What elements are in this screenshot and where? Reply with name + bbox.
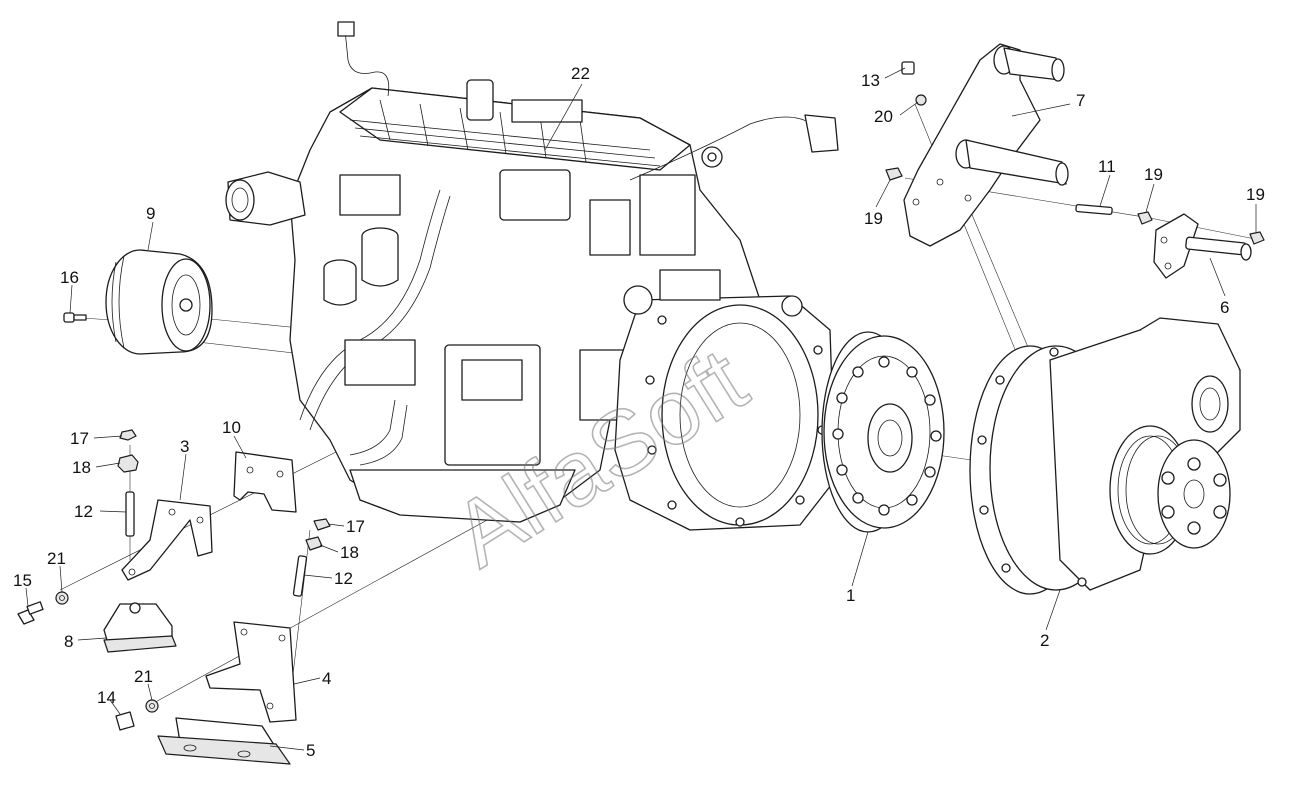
callout-3: 3 xyxy=(180,437,189,456)
callout-18-right: 18 xyxy=(340,543,359,562)
leader-lines xyxy=(25,67,1257,751)
callout-19-left: 19 xyxy=(864,209,883,228)
shaft-6 xyxy=(1153,213,1252,279)
engine-mount-8 xyxy=(103,602,177,653)
callout-21-left: 21 xyxy=(47,549,66,568)
bracket-4 xyxy=(205,621,297,723)
callout-17-right: 17 xyxy=(346,517,365,536)
callout-18-left: 18 xyxy=(72,458,91,477)
callout-4: 4 xyxy=(322,669,331,688)
callout-21-right: 21 xyxy=(134,667,153,686)
callout-6: 6 xyxy=(1220,298,1229,317)
bolt-16 xyxy=(63,312,87,323)
callout-19-top: 19 xyxy=(1144,165,1163,184)
callout-8: 8 xyxy=(64,632,73,651)
flywheel-coupling-1 xyxy=(821,331,945,533)
bell-housing-bolts xyxy=(645,315,827,527)
callout-2: 2 xyxy=(1040,631,1049,650)
bracket-7 xyxy=(903,43,1069,247)
callout-17-left: 17 xyxy=(70,429,89,448)
callout-16: 16 xyxy=(60,268,79,287)
callout-7: 7 xyxy=(1076,91,1085,110)
bracket-3 xyxy=(121,499,213,581)
callout-11: 11 xyxy=(1098,157,1116,176)
gearbox-housing-2 xyxy=(969,317,1241,595)
callout-9: 9 xyxy=(146,204,155,223)
fasteners-top-right xyxy=(885,61,1265,245)
callout-13: 13 xyxy=(861,71,880,90)
callout-15: 15 xyxy=(13,571,32,590)
callout-14: 14 xyxy=(97,688,116,707)
callout-1: 1 xyxy=(846,586,855,605)
fasteners-right xyxy=(115,518,331,731)
housing-bolts xyxy=(977,347,1087,587)
callout-19-right: 19 xyxy=(1246,185,1265,204)
engine-mount-5 xyxy=(157,717,291,765)
bracket-10 xyxy=(233,451,297,513)
engine-assembly xyxy=(225,21,839,531)
callout-labels: 22 13 20 7 11 19 19 19 6 9 16 10 3 17 18… xyxy=(13,64,1265,760)
fasteners-left-top xyxy=(17,429,139,625)
callout-20: 20 xyxy=(874,107,893,126)
coupling-bolt-ring xyxy=(832,356,942,516)
pulley-9 xyxy=(105,249,213,355)
callout-12-left: 12 xyxy=(74,502,93,521)
callout-22: 22 xyxy=(571,64,590,83)
callout-10: 10 xyxy=(222,418,241,437)
callout-5: 5 xyxy=(306,741,315,760)
callout-12-right: 12 xyxy=(334,569,353,588)
